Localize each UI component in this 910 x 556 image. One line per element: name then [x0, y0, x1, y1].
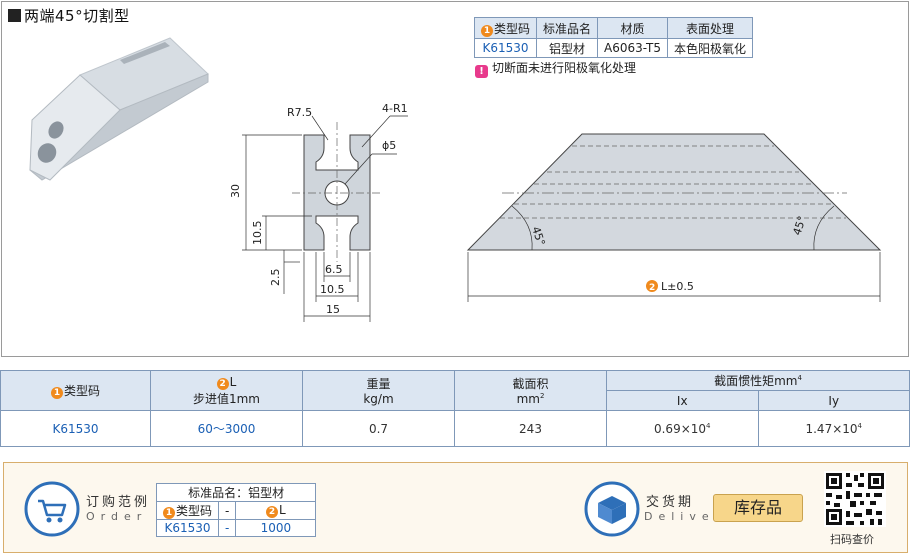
square-bullet-icon: [8, 9, 21, 22]
dim-phi5: ϕ5: [382, 139, 396, 152]
shopping-cart-icon: [24, 481, 80, 537]
spec-cell-area: 243: [454, 410, 607, 447]
dim-15: 15: [326, 303, 340, 316]
dim-30: 30: [229, 184, 242, 198]
qr-label: 扫码查价: [830, 533, 874, 546]
length-label: L±0.5: [661, 280, 694, 293]
trapezoid-side-view: [466, 133, 882, 251]
profile-hole-small: [37, 143, 57, 163]
dim-r1: 4-R1: [382, 102, 408, 115]
order-cell-dash: -: [218, 519, 237, 537]
qr-code-icon[interactable]: [824, 471, 886, 527]
dim-65: 6.5: [325, 263, 343, 276]
spec-cell-ix: 0.69×104: [606, 410, 759, 447]
info-cell-material: A6063-T5: [597, 38, 668, 58]
side-view-drawing: 45° 45° 2 L±0.5: [466, 133, 882, 302]
spec-cell-code[interactable]: K61530: [0, 410, 151, 447]
page-title: 两端45°切割型: [8, 5, 130, 26]
angle-arc-right: [813, 205, 835, 251]
spec-header-ix: Ix: [606, 390, 759, 411]
order-cell-code[interactable]: K61530: [155, 519, 220, 537]
hidden-lines: [500, 145, 846, 219]
info-header-material: 材质: [597, 17, 668, 39]
info-header-name: 标准品名: [536, 17, 599, 39]
cross-section-drawing: R7.5 4-R1 ϕ5 30 10.5 2.5 6.5 10.5 15: [229, 102, 408, 322]
order-table-title: 标准品名：铝型材: [155, 483, 317, 502]
order-cell-length: 1000: [235, 519, 317, 537]
drawing-panel: 两端45°切割型: [1, 1, 909, 357]
info-cell-name: 铝型材: [536, 38, 599, 58]
length-badge-number: 2: [649, 283, 655, 293]
angle-arc-left: [511, 205, 533, 251]
dimension-lines: [242, 115, 408, 322]
warning-icon: !: [475, 65, 488, 78]
cut-surface-note: !切断面未进行阳极氧化处理: [475, 59, 636, 78]
spec-header-inertia: 截面惯性矩mm4: [606, 370, 910, 391]
info-header-surface: 表面处理: [666, 17, 754, 39]
delivery-label: 交货期: [646, 495, 695, 510]
dim-105-vertical: 10.5: [251, 221, 264, 246]
spec-cell-weight: 0.7: [302, 410, 455, 447]
profile-hole-large: [48, 121, 64, 139]
order-label: 订购范例: [86, 495, 151, 510]
spec-header-iy: Iy: [757, 390, 910, 411]
info-cell-code[interactable]: K61530: [473, 38, 538, 58]
delivery-box-icon: [584, 481, 640, 537]
dim-105-horizontal: 10.5: [320, 283, 345, 296]
in-stock-button[interactable]: 库存品: [713, 494, 803, 522]
dim-r75: R7.5: [287, 106, 312, 119]
delivery-sub: Delivery: [644, 510, 738, 523]
profile-3d-illustration: [29, 37, 209, 181]
spec-cell-length: 60～3000: [150, 410, 303, 447]
angle-label-right: 45°: [790, 214, 808, 237]
order-header-dash: -: [218, 501, 237, 520]
length-badge-circle: [646, 280, 658, 292]
dim-25: 2.5: [269, 269, 282, 287]
angle-label-left: 45°: [529, 225, 547, 248]
order-sub: Order: [86, 510, 148, 523]
info-cell-surface: 本色阳极氧化: [666, 38, 754, 58]
profile-slot: [120, 42, 170, 64]
spec-cell-iy: 1.47×104: [757, 410, 910, 447]
